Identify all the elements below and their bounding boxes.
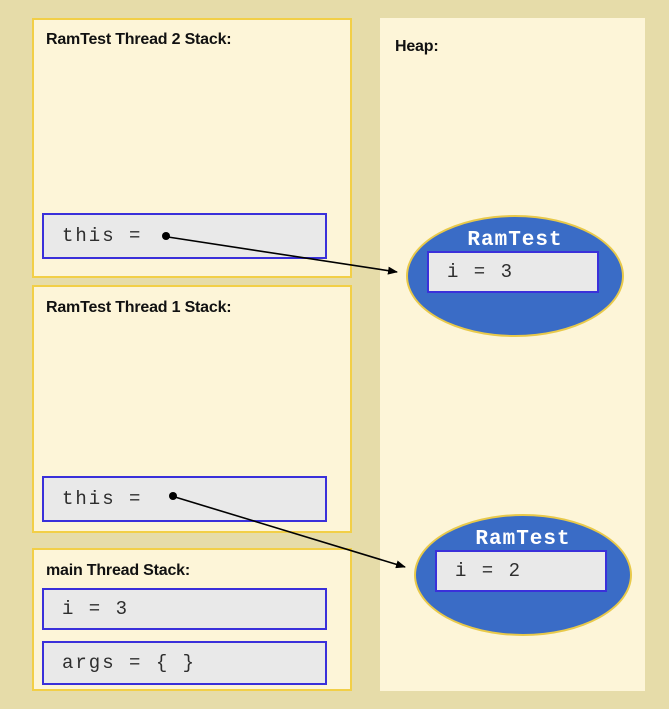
- stack-slot-label: i = 3: [62, 598, 130, 620]
- stack-title-thread1: RamTest Thread 1 Stack:: [46, 299, 232, 316]
- heap-title: Heap:: [395, 38, 439, 55]
- stack-slot-thread1-this[interactable]: this =: [42, 476, 327, 522]
- stack-slot-label: this =: [62, 225, 156, 247]
- stack-title-main: main Thread Stack:: [46, 562, 191, 579]
- heap-field-label: i = 2: [455, 560, 523, 582]
- stack-slot-label: args = { }: [62, 652, 197, 674]
- stack-title-thread2: RamTest Thread 2 Stack:: [46, 31, 232, 48]
- heap-object-class-label: RamTest: [475, 528, 571, 551]
- heap-object-class-label: RamTest: [467, 229, 563, 252]
- stack-slot-main-args[interactable]: args = { }: [42, 641, 327, 685]
- heap-field-ramtest-bottom-i[interactable]: i = 2: [435, 550, 607, 592]
- stack-slot-main-i[interactable]: i = 3: [42, 588, 327, 630]
- stack-slot-label: this =: [62, 488, 156, 510]
- stack-slot-thread2-this[interactable]: this =: [42, 213, 327, 259]
- heap-field-ramtest-top-i[interactable]: i = 3: [427, 251, 599, 293]
- heap-field-label: i = 3: [447, 261, 515, 283]
